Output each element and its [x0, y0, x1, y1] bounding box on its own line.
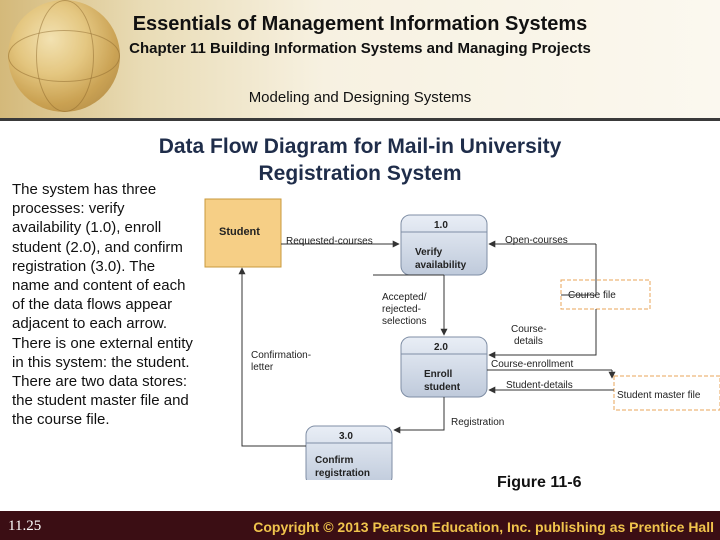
flow-course-details-1: Course- [511, 324, 547, 335]
slide-title-line2: Registration System [258, 162, 462, 185]
flow-course-enrollment: Course-enrollment [491, 359, 573, 370]
process-id: 1.0 [434, 220, 448, 231]
book-title: Essentials of Management Information Sys… [132, 13, 588, 35]
process-label-line1: Verify [415, 247, 443, 258]
process-label-line1: Confirm [315, 455, 353, 466]
slide-title-line1: Data Flow Diagram for Mail-in University [158, 135, 562, 158]
page-number: 11.25 [8, 518, 42, 534]
process-id: 3.0 [339, 431, 353, 442]
flow-requested-courses: Requested-courses [286, 236, 373, 247]
copyright-text: Copyright © 2013 Pearson Education, Inc.… [253, 519, 714, 535]
flow-open-courses: Open-courses [505, 235, 568, 246]
process-label-line2: availability [415, 260, 467, 271]
slide-header: Essentials of Management Information Sys… [0, 0, 720, 121]
student-master-file-label: Student master file [617, 390, 701, 401]
process-label-line1: Enroll [424, 369, 453, 380]
process-label-line2: registration [315, 468, 370, 479]
flow-confirmation-2: letter [251, 362, 274, 373]
process-confirm-registration: 3.0 Confirm registration [305, 425, 393, 480]
flow-confirmation-1: Confirmation- [251, 350, 311, 361]
flow-accepted-1: Accepted/ [382, 292, 427, 303]
flow-registration: Registration [451, 417, 504, 428]
student-entity-label: Student [219, 226, 260, 238]
process-verify-availability: 1.0 Verify availability [400, 214, 488, 276]
process-id: 2.0 [434, 342, 448, 353]
data-flow-diagram: Student 1.0 Verify availability 2.0 Enro… [204, 198, 720, 480]
flow-accepted-3: selections [382, 316, 426, 327]
slide-footer: 11.25 Copyright © 2013 Pearson Education… [0, 511, 720, 540]
student-master-file-store: Student master file [613, 375, 720, 411]
slide-title: Data Flow Diagram for Mail-in University… [125, 133, 595, 187]
flow-course-details-2: details [514, 336, 543, 347]
process-label-line2: student [424, 382, 461, 393]
body-text: The system has three processes: verify a… [12, 181, 193, 429]
chapter-title: Chapter 11 Building Information Systems … [129, 40, 591, 57]
flow-student-details: Student-details [506, 380, 573, 391]
figure-caption: Figure 11-6 [497, 474, 582, 491]
student-entity [204, 198, 282, 268]
section-title: Modeling and Designing Systems [248, 89, 472, 106]
flow-accepted-2: rejected- [382, 304, 421, 315]
process-enroll-student: 2.0 Enroll student [400, 336, 488, 398]
globe-icon [8, 0, 120, 112]
